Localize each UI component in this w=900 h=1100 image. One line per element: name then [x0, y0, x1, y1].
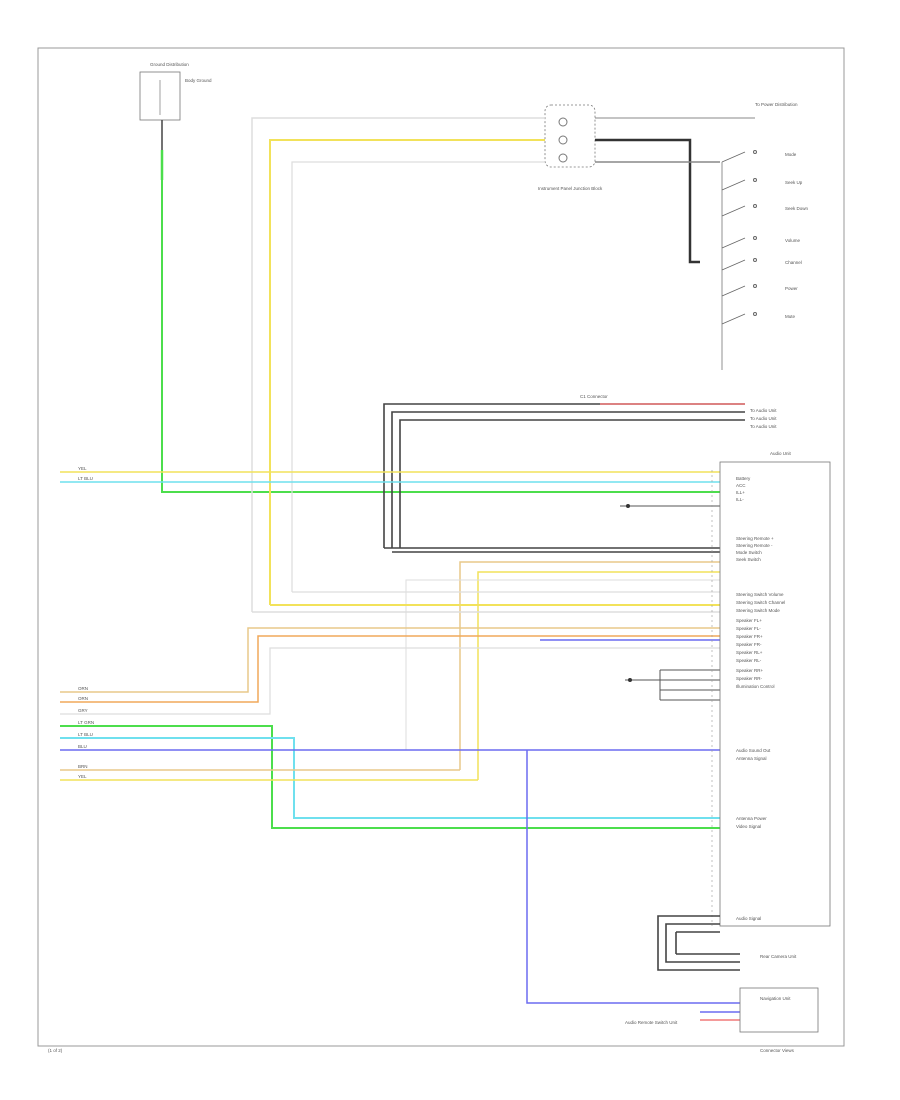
module-pin-label: Antenna Power — [736, 816, 767, 821]
switch-channel: Channel — [721, 258, 802, 271]
ground-title: Ground Distribution — [150, 62, 189, 67]
module-title: Audio Unit — [770, 451, 792, 456]
left-wires-group1: YEL LT BLU — [60, 466, 720, 483]
wire-green-ground — [161, 175, 720, 493]
module-pin-label: ILL- — [736, 497, 744, 502]
left-wire2-label-3: GRY — [78, 708, 88, 713]
bottom-label-1: Rear Camera Unit — [760, 954, 797, 959]
left-wire-label-yel: YEL — [78, 466, 87, 471]
left-wire2-label-4: LT GRN — [78, 720, 94, 725]
wire-black-junction — [595, 138, 700, 264]
junction-right-label: To Power Distribution — [755, 102, 798, 107]
module-pin-label: Steering Remote - — [736, 543, 773, 548]
module-pin-label: Speaker FL- — [736, 626, 761, 631]
left-wire3-label-1: BRN — [78, 764, 88, 769]
module-pin-label: Antenna Signal — [736, 756, 767, 761]
diagram-frame — [37, 47, 845, 1047]
connector-right-label-3: To Audio Unit — [750, 424, 777, 429]
left-wire2-label-1: ORN — [78, 686, 88, 691]
connector-top-label: C1 Connector — [580, 394, 608, 399]
ground-symbol-1 — [620, 504, 720, 508]
switch-label: Volume — [785, 238, 801, 243]
module-pin-label: Steering Switch Volume — [736, 592, 784, 597]
module-pin-label: Steering Switch Channel — [736, 600, 785, 605]
connector-right-label-1: To Audio Unit — [750, 408, 777, 413]
switch-label: Power — [785, 286, 798, 291]
connector-right-label-2: To Audio Unit — [750, 416, 777, 421]
switch-label: Mode — [785, 152, 797, 157]
footer-left: (1 of 2) — [48, 1048, 63, 1053]
bottom-left-label: Audio Remote Switch Unit — [625, 1020, 678, 1025]
switch-power: Power — [721, 284, 798, 297]
switch-mode: Mode — [721, 150, 797, 163]
module-pin-label: Speaker RL- — [736, 658, 762, 663]
module-pin-label: Audio Signal — [736, 916, 761, 921]
left-wire2-label-6: BLU — [78, 744, 87, 749]
junction-block: Instrument Panel Junction Block To Power… — [538, 102, 798, 191]
ground-component: Ground Distribution Body Ground — [139, 62, 212, 200]
switch-seek-down: Seek Down — [721, 204, 809, 217]
left-wires-group3: BRN YEL — [60, 764, 478, 781]
switch-label: Channel — [785, 260, 802, 265]
module-pin-label: Battery — [736, 476, 751, 481]
module-pin-label: Audio Sound Out — [736, 748, 771, 753]
bottom-loop: Rear Camera Unit Navigation Unit Audio R… — [625, 915, 819, 1033]
switch-volume: Volume — [721, 236, 801, 249]
left-wires-group2: ORN ORN GRY LT GRN LT BLU BLU — [60, 627, 720, 829]
switch-label: Mute — [785, 314, 796, 319]
connector-top: C1 Connector To Audio Unit To Audio Unit… — [383, 394, 777, 553]
wire-gray-top — [251, 117, 545, 612]
module-pin-label: Mode Switch — [736, 550, 762, 555]
footer-right: Connector Views — [760, 1048, 795, 1053]
module-pin-label: Speaker FR- — [736, 642, 762, 647]
module-pin-label: Illumination Control — [736, 684, 775, 689]
module-pin-label: Speaker FR+ — [736, 634, 763, 639]
left-wire-label-ltblu: LT BLU — [78, 476, 93, 481]
wire-gray2-top — [291, 161, 545, 592]
module-pin-label: Video Signal — [736, 824, 761, 829]
ground-label: Body Ground — [185, 78, 212, 83]
module-pin-label: Speaker RL+ — [736, 650, 763, 655]
left-wire2-label-2: ORN — [78, 696, 88, 701]
module-pin-label: Steering Remote + — [736, 536, 774, 541]
ground-symbol-2 — [625, 669, 720, 701]
switch-mute: Mute — [721, 312, 796, 325]
junction-label: Instrument Panel Junction Block — [538, 186, 603, 191]
bottom-label-2: Navigation Unit — [760, 996, 791, 1001]
module-pin-label: ILL+ — [736, 490, 745, 495]
switch-label: Seek Down — [785, 206, 809, 211]
wire-blue-bottom — [526, 750, 740, 1004]
switch-seek-up: Seek Up — [721, 178, 803, 191]
module-pin-label: Speaker RR- — [736, 676, 763, 681]
module-pin-label: Seek Switch — [736, 557, 761, 562]
switch-label: Seek Up — [785, 180, 803, 185]
module-pin-label: Speaker FL+ — [736, 618, 762, 623]
module-pin-label: Speaker RR+ — [736, 668, 764, 673]
module-pin-label: ACC — [736, 483, 746, 488]
module-pin-label: Steering Switch Mode — [736, 608, 780, 613]
left-wire3-label-2: YEL — [78, 774, 87, 779]
left-wire2-label-5: LT BLU — [78, 732, 93, 737]
wire-yellow-top — [269, 139, 545, 605]
